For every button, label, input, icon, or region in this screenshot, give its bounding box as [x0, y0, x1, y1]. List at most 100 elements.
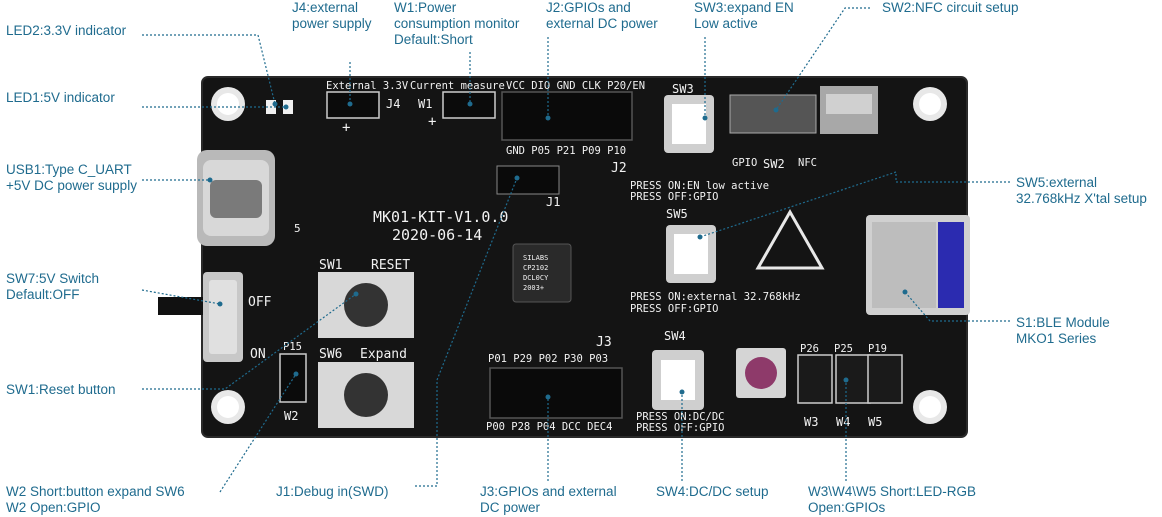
- callout-sw3-line1: SW3:expand EN: [694, 0, 794, 15]
- sw7-slide-switch: [158, 272, 243, 362]
- silk-chip-1: CP2102: [523, 264, 548, 272]
- silk-j3-top: P01 P29 P02 P30 P03: [488, 353, 608, 365]
- w2-jumper: [279, 353, 307, 403]
- callout-sw3-line2: Low active: [694, 16, 758, 31]
- callout-w1: W1:Power consumption monitor Default:Sho…: [394, 0, 519, 48]
- callout-j4-line1: J4:external: [292, 0, 359, 15]
- callout-j1-line1: J1:Debug in(SWD): [276, 484, 389, 499]
- silk-kit-date: 2020-06-14: [392, 226, 482, 244]
- callout-sw7-line1: SW7:5V Switch: [6, 271, 100, 286]
- silk-w1: W1: [418, 97, 432, 111]
- callout-w2-line1: W2 Short:button expand SW6: [6, 484, 185, 499]
- silk-p15: P15: [283, 341, 302, 353]
- callout-j4: J4:external power supply: [292, 0, 372, 32]
- leader-lines: [141, 7, 1010, 493]
- silk-sw1: SW1: [319, 258, 342, 273]
- callout-w345-line1: W3\W4\W5 Short:LED-RGB: [808, 484, 977, 499]
- esd-symbol: [755, 208, 825, 270]
- silk-j2-header: VCC DIO GND CLK P20/EN: [506, 80, 645, 92]
- j4-w1-jumpers: [326, 91, 496, 119]
- silk-sw5: SW5: [666, 207, 688, 221]
- usb-c-connector: [197, 150, 275, 246]
- silk-reset: RESET: [371, 258, 410, 273]
- silk-j3: J3: [596, 335, 612, 350]
- silk-p26: P26: [800, 343, 819, 355]
- silk-plus-w1: +: [428, 114, 436, 130]
- callout-sw2: SW2:NFC circuit setup: [882, 0, 1019, 16]
- callout-w1-line3: Default:Short: [394, 32, 473, 47]
- sw2-nfc-switch: [729, 86, 878, 134]
- callout-j3-line1: J3:GPIOs and external: [480, 484, 617, 499]
- silk-j3-bottom: P00 P28 P04 DCC DEC4: [486, 421, 612, 433]
- callout-w2: W2 Short:button expand SW6 W2 Open:GPIO: [6, 484, 185, 516]
- callout-sw1-line1: SW1:Reset button: [6, 382, 116, 397]
- silk-sw4-on: PRESS ON:DC/DC: [636, 411, 725, 423]
- silk-w4: W4: [836, 415, 850, 429]
- j3-header: [489, 367, 623, 419]
- silk-chip-0: SILABS: [523, 254, 548, 262]
- cp2102-chip: [512, 243, 572, 303]
- callout-usb1-line2: +5V DC power supply: [6, 178, 137, 193]
- silk-j2: J2: [611, 161, 627, 176]
- callout-sw5: SW5:external 32.768kHz X'tal setup: [1016, 175, 1147, 207]
- silk-sw2-right: NFC: [798, 157, 817, 169]
- silk-expand: Expand: [360, 347, 407, 362]
- callout-j2-line2: external DC power: [546, 16, 658, 31]
- silk-j4: J4: [386, 97, 400, 111]
- silk-sw2-left: GPIO: [732, 157, 757, 169]
- callout-sw7-line2: Default:OFF: [6, 287, 80, 302]
- callout-sw5-line2: 32.768kHz X'tal setup: [1016, 191, 1147, 206]
- silk-res5: 5: [294, 222, 301, 235]
- silk-w5: W5: [868, 415, 882, 429]
- silk-sw5-off: PRESS OFF:GPIO: [630, 191, 719, 203]
- callout-j4-line2: power supply: [292, 16, 372, 31]
- silkscreen: External 3.3V Current measure J4 W1 + + …: [248, 80, 887, 434]
- callout-led2-line1: LED2:3.3V indicator: [6, 23, 127, 38]
- callout-s1-line2: MKO1 Series: [1016, 331, 1097, 346]
- silk-off: OFF: [248, 295, 272, 310]
- j1-header: [496, 165, 560, 195]
- silk-p25: P25: [834, 343, 853, 355]
- silk-sw4: SW4: [664, 329, 686, 343]
- callout-usb1: USB1:Type C_UART +5V DC power supply: [6, 162, 137, 194]
- silk-sw5-on: PRESS ON:EN low active: [630, 180, 769, 192]
- mounting-holes: [211, 87, 947, 424]
- push-switches: [652, 95, 716, 410]
- j2-header: [501, 91, 633, 141]
- callout-j3-line2: DC power: [480, 500, 541, 515]
- callout-led1-line1: LED1:5V indicator: [6, 90, 115, 105]
- silk-ext-off: PRESS OFF:GPIO: [630, 303, 719, 315]
- callout-s1-line1: S1:BLE Module: [1016, 315, 1110, 330]
- leader-dots: [207, 101, 908, 400]
- silk-external-33: External 3.3V: [326, 80, 409, 92]
- callout-led1: LED1:5V indicator: [6, 90, 115, 106]
- w3-w4-w5-jumpers: [797, 354, 903, 404]
- callout-led2: LED2:3.3V indicator: [6, 23, 126, 39]
- callout-j3: J3:GPIOs and external DC power: [480, 484, 617, 516]
- silk-chip-2: DCL0CY: [523, 274, 549, 282]
- callout-sw7: SW7:5V Switch Default:OFF: [6, 271, 99, 303]
- silk-ext-on: PRESS ON:external 32.768kHz: [630, 291, 801, 303]
- silk-p19: P19: [868, 343, 887, 355]
- callout-w1-line2: consumption monitor: [394, 16, 520, 31]
- sw1-sw6-buttons: [318, 272, 414, 428]
- callout-w2-line2: W2 Open:GPIO: [6, 500, 101, 515]
- callout-j2-line1: J2:GPIOs and: [546, 0, 631, 15]
- ble-module: [866, 215, 970, 315]
- callout-w1-line1: W1:Power: [394, 0, 457, 15]
- callout-usb1-line1: USB1:Type C_UART: [6, 162, 132, 177]
- callout-j2: J2:GPIOs and external DC power: [546, 0, 658, 32]
- silk-j2-pins: GND P05 P21 P09 P10: [506, 145, 626, 157]
- callout-s1: S1:BLE Module MKO1 Series: [1016, 315, 1110, 347]
- silk-kit-name: MK01-KIT-V1.0.0: [373, 208, 508, 226]
- silk-current-measure: Current measure: [410, 80, 505, 92]
- callout-sw4: SW4:DC/DC setup: [656, 484, 769, 500]
- callout-j1: J1:Debug in(SWD): [276, 484, 389, 500]
- callout-sw5-line1: SW5:external: [1016, 175, 1098, 190]
- silk-sw3: SW3: [672, 82, 694, 96]
- silk-on: ON: [250, 347, 266, 362]
- callout-w345: W3\W4\W5 Short:LED-RGB Open:GPIOs: [808, 484, 976, 516]
- silk-sw2: SW2: [763, 157, 785, 171]
